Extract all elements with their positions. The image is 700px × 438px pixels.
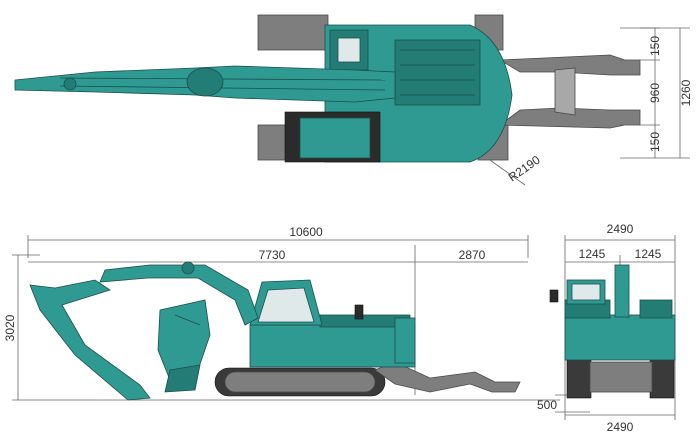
rear-dim-top-width: 2490 [607, 222, 634, 236]
side-crawler-frame [224, 371, 376, 393]
rear-cab-window [571, 283, 601, 301]
top-boom-line-2 [59, 85, 386, 91]
top-boom-joint [186, 67, 224, 97]
top-cab [329, 29, 369, 71]
side-exhaust [354, 304, 364, 320]
side-upper-body [249, 324, 416, 368]
side-dim-height: 3020 [3, 314, 17, 341]
side-cab-window [257, 287, 315, 323]
top-dim-1260: 1260 [679, 79, 693, 106]
top-engine-hood [394, 39, 481, 106]
rear-track-left [566, 359, 592, 399]
top-rear-blade [554, 67, 576, 116]
top-dim-150-bottom: 150 [648, 132, 662, 152]
top-track-upper-left [257, 14, 329, 51]
top-dim-radius: R2190 [506, 153, 543, 185]
top-cab-window [337, 37, 361, 63]
side-bucket-lower [164, 364, 201, 393]
top-view: 150 960 1260 150 R2190 [14, 14, 693, 186]
side-view: 10600 7730 2870 3020 [3, 225, 560, 401]
side-rear-arm [374, 361, 521, 393]
top-radius-leader [489, 159, 526, 186]
rear-mirror [549, 289, 559, 303]
top-dim-150-top: 150 [648, 36, 662, 56]
rear-track-right [649, 359, 675, 399]
side-bucket-line [174, 314, 201, 326]
side-boom [99, 264, 259, 326]
top-side-box [299, 117, 371, 159]
top-dim-960: 960 [648, 83, 662, 103]
side-dim-front: 7730 [259, 248, 286, 262]
rear-boom-stack [614, 264, 630, 318]
side-dim-overall: 10600 [289, 225, 323, 239]
side-boom-joint [181, 261, 195, 275]
rear-dim-track-width: 2490 [607, 420, 634, 434]
top-arm-tip [63, 77, 77, 91]
rear-upper-body [564, 314, 676, 361]
rear-dim-half-left: 1245 [579, 247, 606, 261]
rear-undercarriage [589, 361, 653, 393]
side-dim-rear: 2870 [459, 248, 486, 262]
rear-dim-half-right: 1245 [635, 247, 662, 261]
rear-dim-ground-clearance: 500 [537, 398, 557, 412]
side-arm [29, 279, 151, 401]
rear-engine-hood [639, 299, 673, 319]
rear-view: 2490 1245 1245 500 2490 [537, 222, 676, 434]
top-rear-arm-upper [498, 54, 641, 76]
side-counterweight [394, 317, 416, 364]
